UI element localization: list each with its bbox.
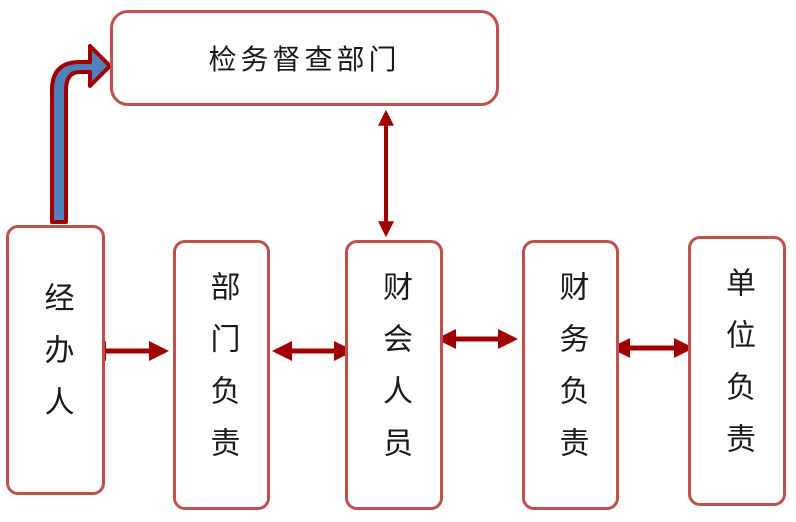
finance-head-node: 财务负责 <box>522 240 619 510</box>
department-head-node: 部门负责 <box>173 240 270 510</box>
inspection-department-label: 检务督查部门 <box>208 43 401 76</box>
handler-label: 经办人 <box>38 282 74 438</box>
handler-node: 经办人 <box>6 225 105 495</box>
unit-head-node: 单位负责 <box>688 236 786 506</box>
accounting-staff-node: 财会人员 <box>345 240 443 510</box>
accounting-staff-label: 财会人员 <box>377 271 412 479</box>
escalation-arrow <box>50 44 112 224</box>
unit-head-label: 单位负责 <box>720 267 755 475</box>
inspection-department-node: 检务督查部门 <box>110 10 499 106</box>
department-head-label: 部门负责 <box>204 271 240 479</box>
finance-head-label: 财务负责 <box>553 271 589 479</box>
